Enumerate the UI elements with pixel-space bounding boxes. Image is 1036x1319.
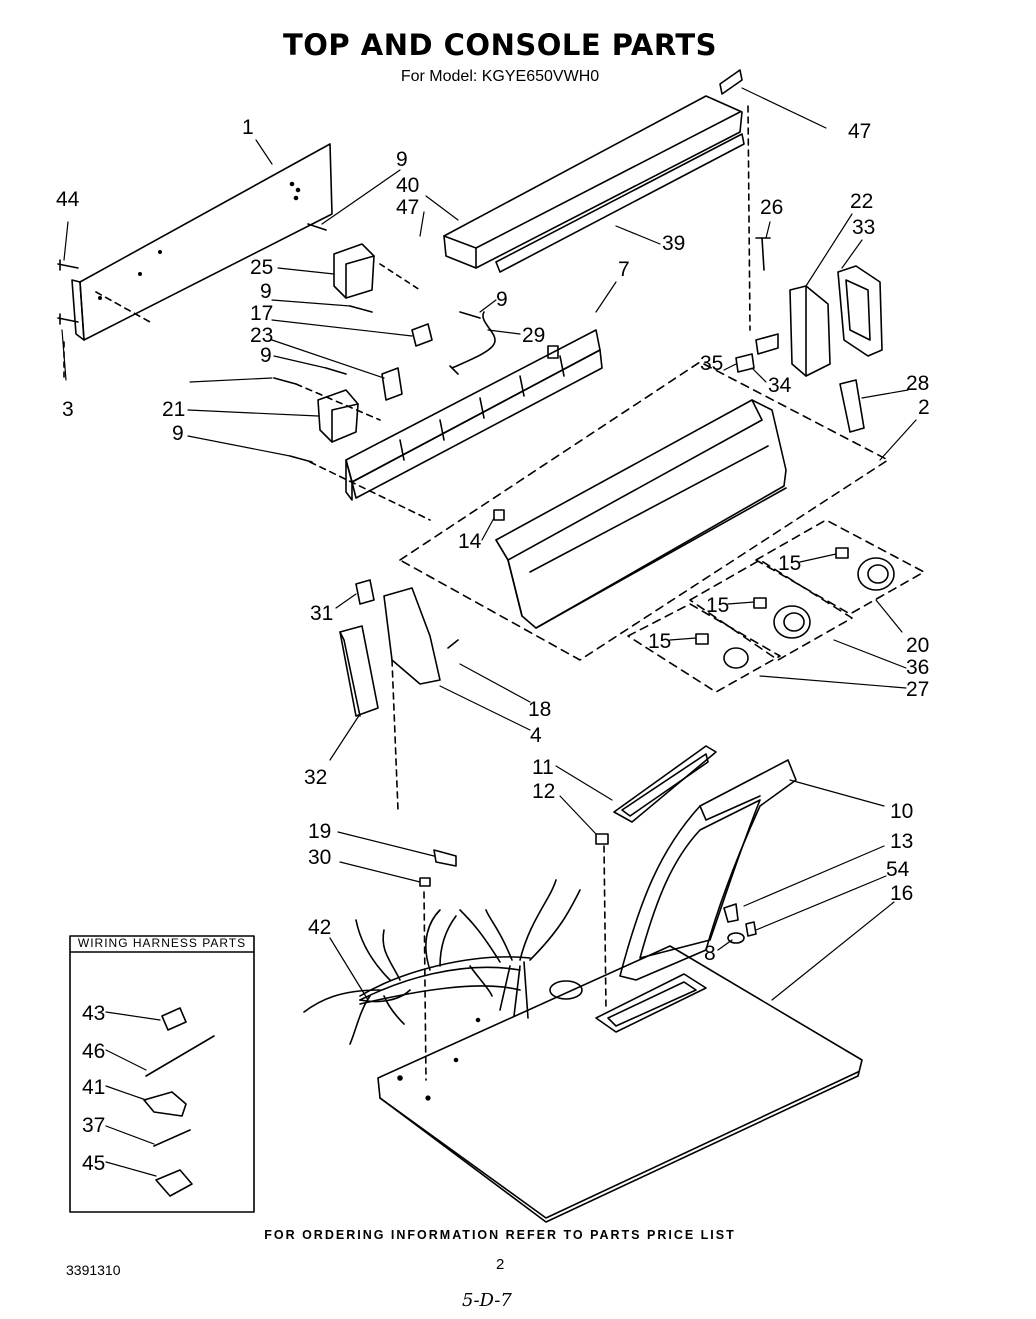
- part-switch-21: [317, 389, 359, 443]
- part-console-top-trim: [443, 69, 745, 273]
- callout-1: 1: [242, 116, 254, 139]
- callout-36: 36: [906, 656, 929, 679]
- part-clip-14: [493, 509, 505, 521]
- part-console-panel: [71, 143, 333, 341]
- callout-8: 8: [704, 942, 716, 965]
- callout-37: 37: [82, 1114, 105, 1137]
- callout-9e: 9: [172, 422, 184, 445]
- callout-9: 9: [396, 148, 408, 171]
- callout-11: 11: [532, 756, 554, 779]
- harness-part-46: [145, 1035, 215, 1077]
- page-number: 2: [496, 1256, 505, 1273]
- callout-40: 40: [396, 174, 419, 197]
- callout-9b: 9: [260, 280, 272, 303]
- part-lint-frame-11: [613, 745, 717, 823]
- part-control-bracket: [345, 329, 603, 501]
- part-endcap-33: [837, 265, 883, 357]
- page-title: TOP AND CONSOLE PARTS: [282, 28, 718, 62]
- callout-15b: 15: [706, 594, 729, 617]
- part-bracket-22: [755, 285, 831, 377]
- part-control-panel-2: [399, 361, 889, 661]
- callout-9c: 9: [260, 344, 272, 367]
- callout-43: 43: [82, 1002, 105, 1025]
- part-knob-20: [755, 519, 925, 615]
- callout-labels: 1 44 3 9 40 47 39 25 9 17 23 9 9 29 21 9…: [56, 116, 930, 1175]
- callout-44: 44: [56, 188, 80, 211]
- callout-18: 18: [528, 698, 551, 721]
- callout-13: 13: [890, 830, 913, 853]
- part-knob-27: [627, 603, 781, 693]
- callout-19: 19: [308, 820, 331, 843]
- model-subtitle: For Model: KGYE650VWH0: [400, 68, 600, 85]
- callout-33: 33: [852, 216, 875, 239]
- part-clip-34-35: [735, 353, 755, 373]
- callout-41: 41: [82, 1076, 105, 1099]
- harness-part-41: [143, 1091, 187, 1117]
- callout-34: 34: [768, 374, 792, 397]
- callout-46: 46: [82, 1040, 105, 1063]
- part-slider-28: [839, 379, 865, 433]
- callout-20: 20: [906, 634, 929, 657]
- callout-16: 16: [890, 882, 913, 905]
- callout-14: 14: [458, 530, 482, 553]
- callout-9d: 9: [496, 288, 508, 311]
- callout-15c: 15: [648, 630, 671, 653]
- callout-32: 32: [304, 766, 327, 789]
- callout-4: 4: [530, 724, 542, 747]
- ordering-note: FOR ORDERING INFORMATION REFER TO PARTS …: [264, 1228, 736, 1242]
- callout-39: 39: [662, 232, 685, 255]
- part-clip-31: [355, 579, 375, 605]
- part-lint-chute-10: [619, 759, 797, 981]
- callout-22: 22: [850, 190, 873, 213]
- part-timer-25: [333, 243, 421, 299]
- callout-leader-lines: [61, 87, 917, 1177]
- callout-3: 3: [62, 398, 74, 421]
- callout-30: 30: [308, 846, 331, 869]
- callout-45: 45: [82, 1152, 105, 1175]
- callout-31: 31: [310, 602, 333, 625]
- callout-2: 2: [918, 396, 930, 419]
- part-connector-17: [411, 323, 433, 347]
- part-wiring-harness-42: [303, 879, 581, 1045]
- callout-42: 42: [308, 916, 331, 939]
- callout-21: 21: [162, 398, 185, 421]
- harness-part-37: [153, 1129, 191, 1147]
- part-screws-44-3: [57, 259, 79, 381]
- part-top-panel-16: [377, 945, 863, 1223]
- part-side-bracket-4: [383, 587, 441, 811]
- part-screws-13-54-8: [723, 903, 757, 944]
- handwritten-note: 5-D-7: [462, 1290, 512, 1311]
- part-switch-23: [381, 367, 403, 401]
- part-clip-12: [595, 833, 609, 1011]
- callout-25: 25: [250, 256, 273, 279]
- callout-17: 17: [250, 302, 273, 325]
- document-number: 3391310: [66, 1262, 121, 1278]
- callout-27: 27: [906, 678, 929, 701]
- callout-12: 12: [532, 780, 555, 803]
- callout-29: 29: [522, 324, 545, 347]
- callout-7: 7: [618, 258, 630, 281]
- part-wire-29: [449, 311, 496, 375]
- callout-23: 23: [250, 324, 273, 347]
- wiring-harness-box: [69, 935, 255, 1213]
- part-trim-32: [339, 625, 379, 717]
- callout-15a: 15: [778, 552, 801, 575]
- part-screw-18: [447, 639, 459, 649]
- callout-10: 10: [890, 800, 913, 823]
- callout-26: 26: [760, 196, 783, 219]
- wiring-harness-title: WIRING HARNESS PARTS: [77, 936, 247, 950]
- callout-54: 54: [886, 858, 910, 881]
- part-screws-9: [273, 223, 481, 521]
- part-screw-26: [747, 105, 771, 331]
- callout-47: 47: [396, 196, 419, 219]
- harness-part-45: [155, 1169, 193, 1197]
- part-knob-36: [689, 559, 853, 661]
- callout-47b: 47: [848, 120, 871, 143]
- harness-part-43: [161, 1007, 187, 1031]
- callout-35: 35: [700, 352, 723, 375]
- callout-28: 28: [906, 372, 929, 395]
